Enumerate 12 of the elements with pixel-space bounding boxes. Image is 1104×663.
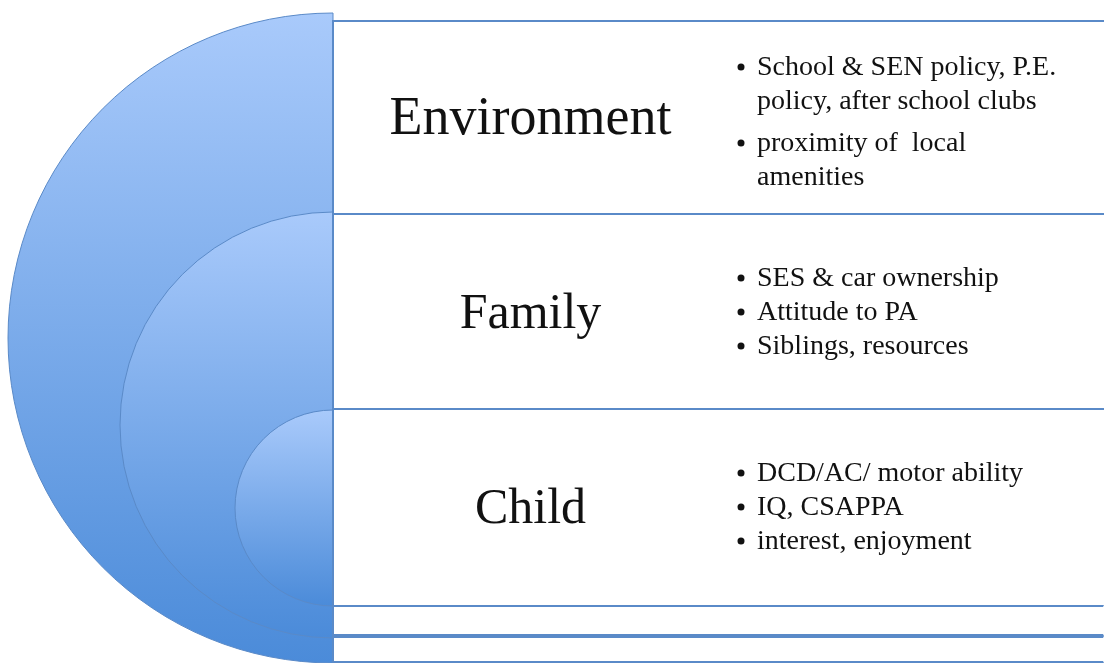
- empty-row: [333, 605, 1104, 636]
- row-heading: Family: [458, 282, 603, 340]
- bullet-text: DCD/AC/ motor ability: [757, 454, 1024, 489]
- bullet-text: proximity of local amenities: [757, 124, 968, 193]
- bullet-text: Attitude to PA: [757, 293, 919, 328]
- bullet-text: SES & car ownership: [757, 259, 1000, 294]
- bullet-text: interest, enjoyment: [757, 522, 973, 557]
- row-heading: Child: [473, 477, 588, 535]
- row-heading: Environment: [388, 85, 673, 148]
- empty-row: [333, 636, 1104, 663]
- bullet-text: IQ, CSAPPA: [757, 488, 905, 523]
- bullet-text: Siblings, resources: [757, 327, 970, 362]
